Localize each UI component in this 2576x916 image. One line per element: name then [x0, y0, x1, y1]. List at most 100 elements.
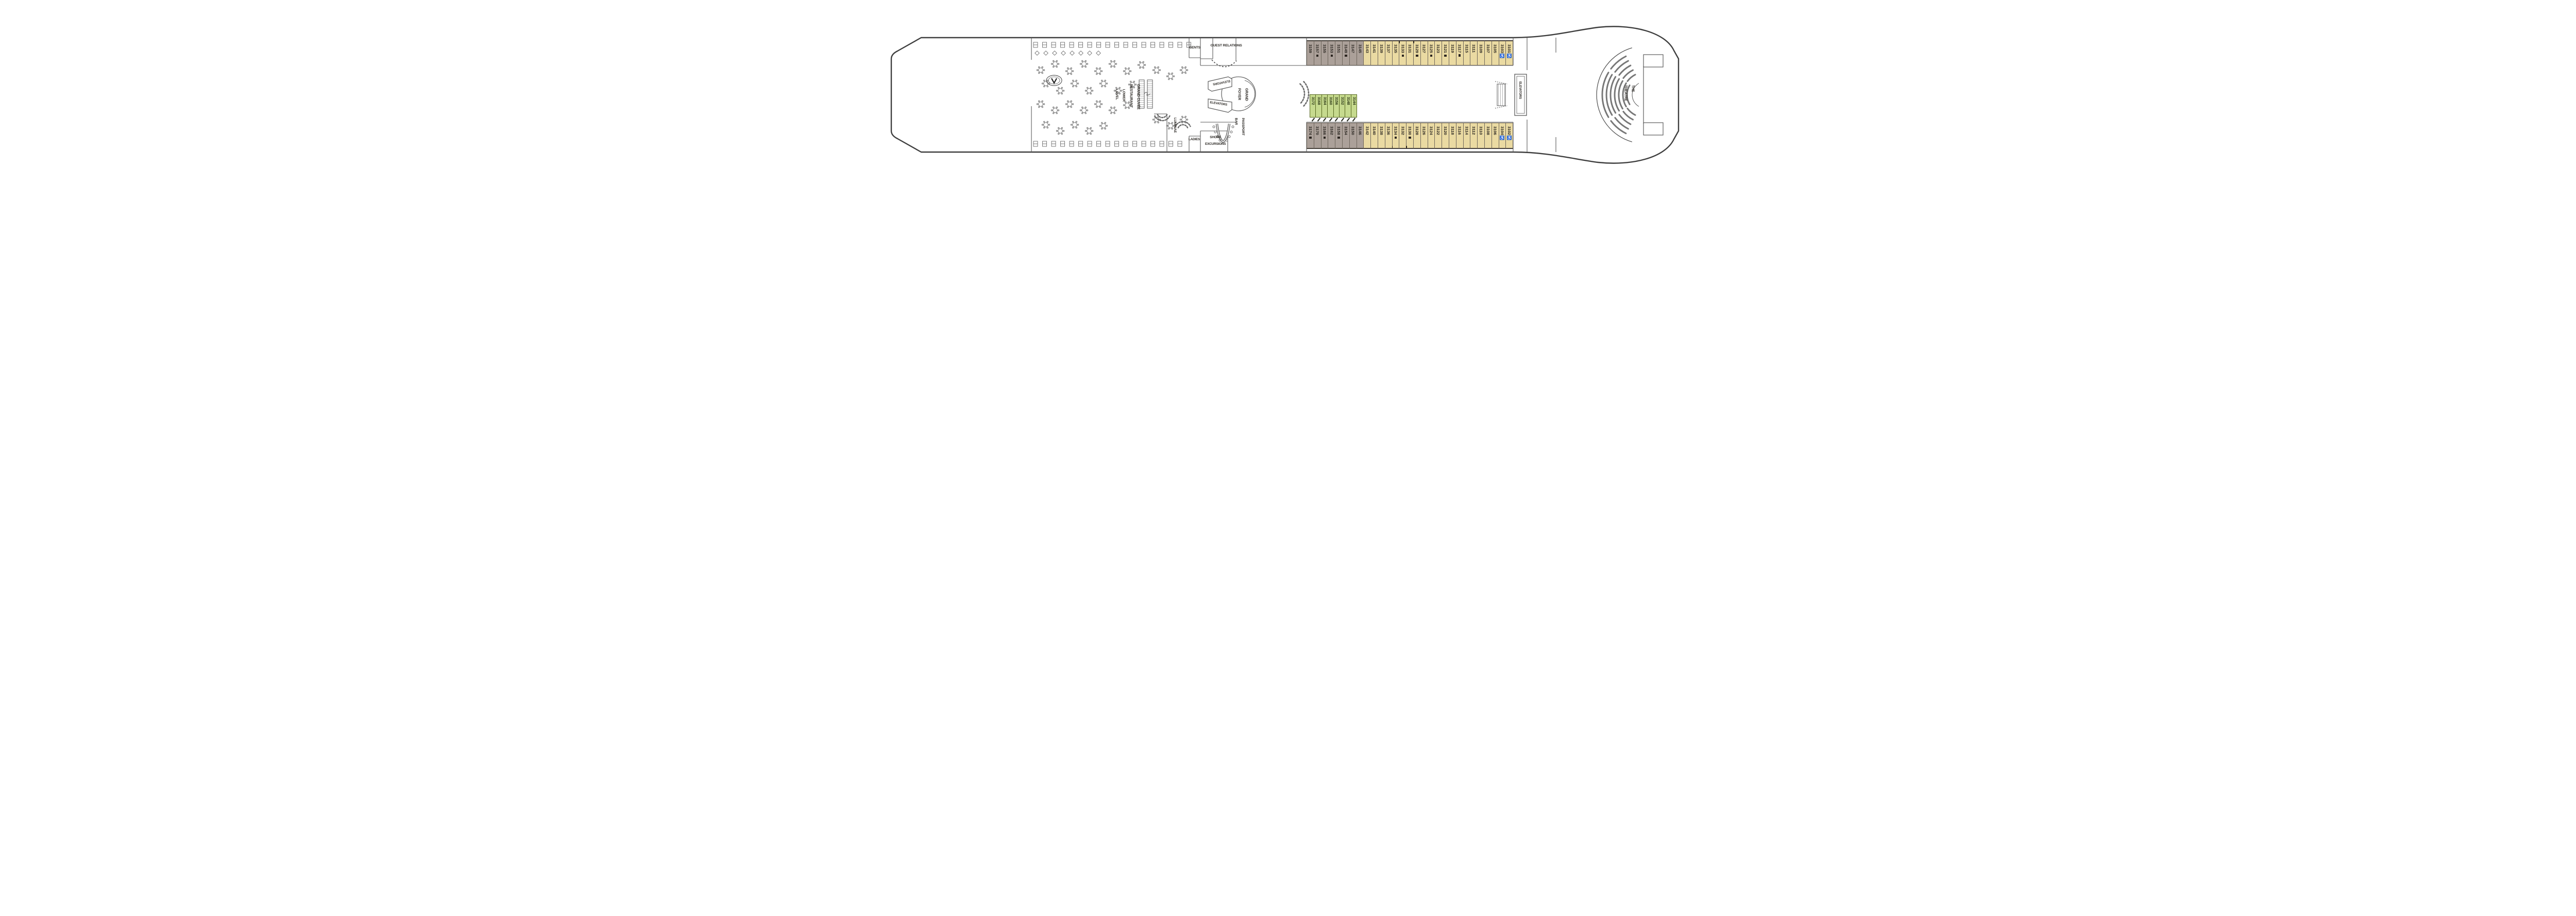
- cabin-number: 3157: [1315, 44, 1320, 53]
- cabin-3156: 3156: [1333, 94, 1339, 122]
- cabin-number: 3153: [1329, 44, 1334, 53]
- cabin-3154: 3154: [1342, 123, 1349, 149]
- cabin-number: 3115: [1464, 44, 1469, 53]
- cabin-number: 3139: [1379, 44, 1384, 53]
- cabin-3131: 3131: [1406, 40, 1413, 65]
- cabin-3123: 3123: [1434, 40, 1442, 65]
- wheelchair-accessible-icon: ♿: [1499, 53, 1505, 58]
- cabin-3147: 3147: [1349, 40, 1357, 65]
- cabin-3138: 3138: [1377, 123, 1385, 149]
- cabin-3148: 3148: [1345, 94, 1351, 122]
- cabin-3174: 3174: [1307, 123, 1314, 149]
- cabin-3133: 3133: [1399, 40, 1406, 65]
- sofa-bed-marker: [1323, 136, 1326, 139]
- wheelchair-accessible-icon: ♿: [1506, 53, 1512, 58]
- cabin-number: 3162: [1329, 126, 1334, 135]
- cabin-3102: 3102♿: [1505, 123, 1514, 149]
- cabin-3140: 3140: [1370, 123, 1378, 149]
- cabin-3108: 3108: [1484, 123, 1492, 149]
- cabin-3119: 3119: [1448, 40, 1456, 65]
- restaurant-tables: [1033, 42, 1191, 147]
- cabin-number: 3118: [1450, 126, 1455, 135]
- cabin-3158: 3158: [1335, 123, 1342, 149]
- cabin-number: 3107: [1485, 44, 1490, 53]
- cabin-number: 3155: [1322, 44, 1327, 53]
- cabin-number: 3146: [1358, 126, 1363, 135]
- cabin-3101: 3101♿: [1505, 40, 1514, 65]
- cabin-3114: 3114: [1463, 123, 1470, 149]
- cabin-number: 3168: [1317, 97, 1321, 105]
- cabin-3153: 3153: [1328, 40, 1335, 65]
- cabin-number: 3141: [1372, 44, 1377, 53]
- cabin-3145: 3145: [1356, 40, 1364, 65]
- sofa-bed-marker: [1444, 54, 1447, 57]
- cabin-3127: 3127: [1420, 40, 1428, 65]
- cabin-number: 3110: [1479, 126, 1484, 135]
- cabin-number: 3102: [1507, 126, 1512, 135]
- label-lower-level: LOWER LEVEL: [1114, 89, 1126, 102]
- label-guest-relations: GUEST RELATIONS: [1210, 44, 1242, 47]
- cabin-3126: 3126: [1420, 123, 1428, 149]
- cabin-3132: 3132: [1399, 123, 1406, 149]
- cabin-number: 3160: [1328, 97, 1332, 105]
- cabin-number: 3149: [1343, 44, 1348, 53]
- cabin-3170: 3170: [1313, 123, 1321, 149]
- hull-outline: [890, 26, 1680, 164]
- cabin-number: 3111: [1471, 44, 1477, 53]
- cabin-3152: 3152: [1338, 94, 1345, 122]
- cabin-number: 3137: [1386, 44, 1391, 53]
- cabin-number: 3142: [1365, 126, 1370, 135]
- connecting-door-marker: [1399, 41, 1400, 43]
- cabin-number: 3148: [1346, 97, 1350, 105]
- cabin-3107: 3107: [1484, 40, 1492, 65]
- cabin-number: 3138: [1379, 126, 1384, 135]
- cabin-number: 3109: [1479, 44, 1484, 53]
- cabin-3172: 3172: [1310, 94, 1316, 122]
- sofa-bed-marker: [1409, 136, 1411, 139]
- cabin-number: 3134: [1393, 126, 1398, 135]
- label-elevators-aft: ELEVATORS: [1518, 81, 1522, 99]
- cabin-3109: 3109: [1477, 40, 1484, 65]
- cabin-number: 3164: [1323, 97, 1327, 105]
- wheelchair-accessible-icon: ♿: [1499, 135, 1505, 140]
- cabin-number: 3129: [1414, 44, 1419, 53]
- label-the-theatre: THE THEATRE: [1623, 85, 1635, 102]
- connecting-door-marker: [1406, 146, 1407, 148]
- cabin-3146: 3146: [1356, 123, 1364, 149]
- cabin-number: 3152: [1340, 97, 1344, 105]
- passport-bar-counter: [1212, 123, 1234, 143]
- cabin-number: 3105: [1493, 44, 1498, 53]
- cabin-number: 3159: [1308, 44, 1313, 53]
- sofa-bed-marker: [1309, 136, 1312, 139]
- cabin-number: 3121: [1443, 44, 1448, 53]
- cabin-3157: 3157: [1313, 40, 1321, 65]
- cabin-number: 3140: [1372, 126, 1377, 135]
- cabin-3124: 3124: [1427, 123, 1435, 149]
- sofa-bed-marker: [1316, 54, 1319, 57]
- cabin-number: 3119: [1450, 44, 1455, 53]
- cabin-number: 3147: [1350, 44, 1355, 53]
- cabin-number: 3122: [1436, 126, 1441, 135]
- cabin-3118: 3118: [1448, 123, 1456, 149]
- cabin-number: 3133: [1400, 44, 1405, 53]
- sofa-bed-marker: [1394, 136, 1397, 139]
- cabin-3168: 3168: [1315, 94, 1321, 122]
- cabin-number: 3127: [1421, 44, 1427, 53]
- cabin-number: 3120: [1443, 126, 1448, 135]
- cabin-3116: 3116: [1455, 123, 1463, 149]
- cabin-number: 3106: [1493, 126, 1498, 135]
- cabin-number: 3132: [1400, 126, 1405, 135]
- sofa-bed-marker: [1337, 136, 1340, 139]
- cabin-number: 3136: [1386, 126, 1391, 135]
- grand-foyer-circle: [1221, 76, 1256, 111]
- connecting-door-marker: [1392, 146, 1393, 148]
- label-gents: GENTS: [1189, 46, 1200, 49]
- piano-oval: [1046, 75, 1062, 86]
- theatre-seating: [1596, 47, 1639, 142]
- cabin-3103: 3103♿: [1498, 40, 1506, 65]
- cabin-3117: 3117: [1455, 40, 1463, 65]
